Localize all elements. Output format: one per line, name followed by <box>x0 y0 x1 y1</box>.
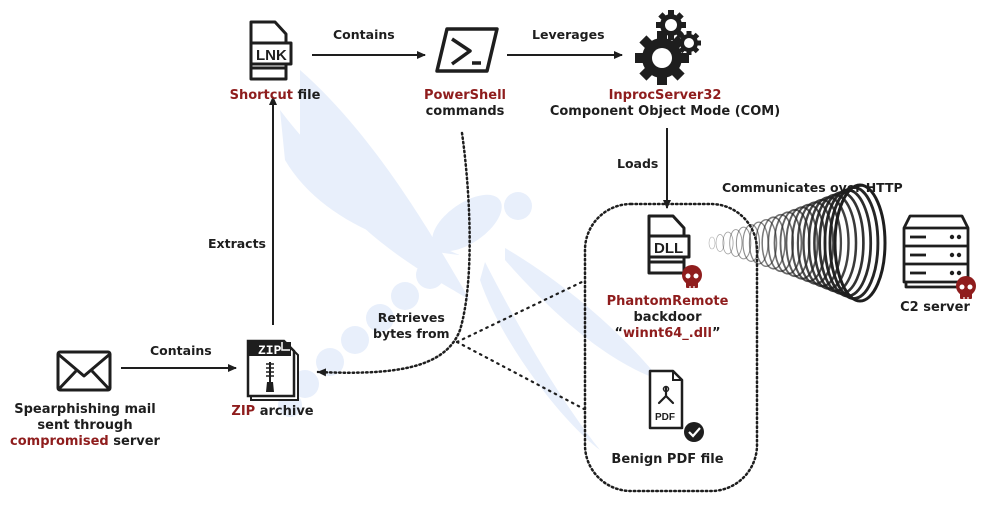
mail-label-compromised: compromised <box>10 434 109 449</box>
edge-label-retrieves: Retrieves bytes from <box>373 310 450 342</box>
zip-archive-icon: ZIP <box>246 339 299 401</box>
dll-label-line1: PhantomRemote <box>606 294 729 309</box>
dll-file-icon <box>647 214 691 275</box>
dll-label-line3: “winnt64_.dll” <box>600 326 735 342</box>
shortcut-label-red: Shortcut <box>229 88 293 103</box>
wave-ring <box>708 236 716 250</box>
edge-label-retrieves-line2: bytes from <box>373 326 450 341</box>
edge-ps-retrieves-zip <box>316 131 471 377</box>
com-label-line1: InprocServer32 <box>608 88 722 103</box>
wave-ring <box>761 216 786 270</box>
envelope-icon <box>56 350 112 392</box>
mail-label-line1: Spearphishing mail <box>14 402 156 417</box>
wave-ring <box>833 183 887 303</box>
edge-label-dll-to-c2: Communicates over HTTP <box>722 180 903 195</box>
shortcut-label-rest: file <box>292 88 321 103</box>
zip-label-rest: archive <box>255 404 314 419</box>
edge-label-ps-to-com: Leverages <box>532 27 605 42</box>
quote-close: ” <box>711 326 721 341</box>
zip-label: ZIP archive <box>215 404 330 420</box>
com-label: InprocServer32 Component Object Mode (CO… <box>530 88 800 120</box>
dll-filename: winnt64_.dll <box>623 326 712 341</box>
pdf-icon-text: PDF <box>655 412 675 423</box>
edge-label-zip-to-lnk: Extracts <box>208 236 267 251</box>
server-leds <box>949 234 962 276</box>
wave-ring <box>735 226 752 260</box>
wave-ring <box>742 224 761 262</box>
powershell-label-line1: PowerShell <box>423 88 507 103</box>
lnk-icon-text: LNK <box>256 47 287 64</box>
zip-icon-text: ZIP <box>258 343 282 358</box>
mail-label-server: server <box>108 434 160 449</box>
wave-ring <box>722 231 734 255</box>
watermark-dragonfly <box>278 70 660 450</box>
com-label-line2: Component Object Mode (COM) <box>549 104 781 119</box>
powershell-label-line2: commands <box>425 104 505 119</box>
skull-icon <box>682 265 702 289</box>
dll-icon-text: DLL <box>654 240 683 257</box>
dll-label-line2: backdoor <box>633 310 702 325</box>
quote-open: “ <box>614 326 624 341</box>
c2-label: C2 server <box>900 300 970 315</box>
zip-label-red: ZIP <box>231 404 256 419</box>
shortcut-label: Shortcut file <box>210 88 340 104</box>
mail-label: Spearphishing mail sent through compromi… <box>0 402 170 450</box>
edge-label-mail-to-zip: Contains <box>150 343 212 358</box>
payload-container <box>583 202 759 493</box>
shortcut-file-icon <box>249 20 293 81</box>
powershell-icon <box>435 27 499 73</box>
dll-label: PhantomRemote backdoor “winnt64_.dll” <box>600 294 735 342</box>
gears-icon <box>635 10 701 85</box>
pdf-label: Benign PDF file <box>611 452 724 467</box>
wave-ring <box>729 229 743 257</box>
mail-label-line3: compromised server <box>0 434 170 450</box>
edge-label-com-to-dll: Loads <box>617 156 659 171</box>
server-icon <box>902 214 970 289</box>
pdf-file-icon: PDF <box>648 369 704 442</box>
skull-icon <box>956 276 976 300</box>
edge-label-retrieves-line1: Retrieves <box>377 310 445 325</box>
powershell-label: PowerShell commands <box>410 88 520 120</box>
edge-label-lnk-to-ps: Contains <box>333 27 395 42</box>
http-communication-waves <box>708 183 887 303</box>
wave-ring <box>767 213 795 273</box>
wave-ring <box>773 211 803 275</box>
edge-retrieve-branch-dll <box>455 279 586 344</box>
wave-ring <box>715 234 725 252</box>
mail-label-line2: sent through <box>37 418 133 433</box>
edge-retrieve-branch-pdf <box>455 340 586 411</box>
